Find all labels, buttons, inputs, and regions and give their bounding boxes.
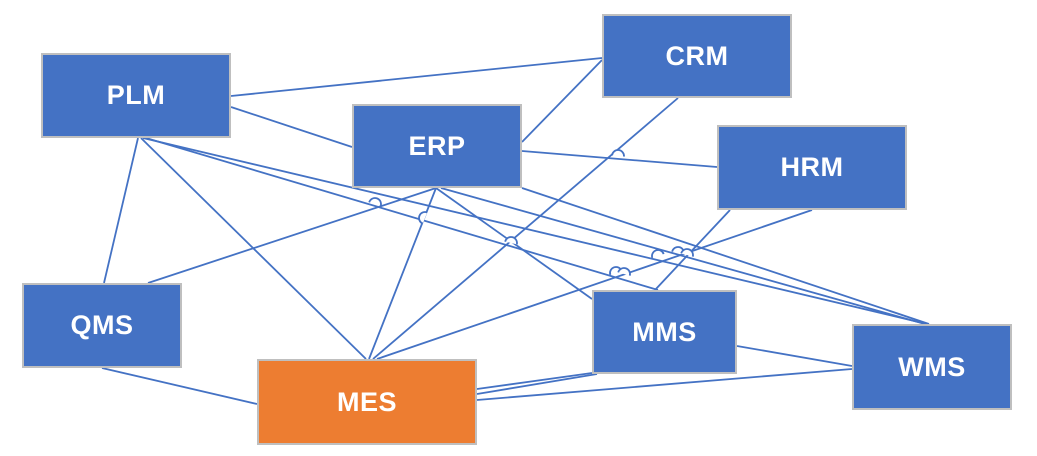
connector-erp-wms — [521, 187, 930, 325]
node-label-plm: PLM — [106, 80, 166, 110]
connector-plm-mms — [145, 137, 659, 291]
line-jump — [418, 211, 428, 225]
node-label-mes: MES — [336, 386, 397, 417]
connector-mes-mms — [476, 373, 598, 395]
node-hrm: HRM — [717, 125, 907, 210]
line-jump — [611, 149, 625, 157]
connector-plm-qms — [103, 137, 139, 284]
line-jump — [651, 249, 665, 259]
connector-qms-mes — [101, 367, 258, 405]
line-jump — [368, 197, 382, 206]
node-label-mms: MMS — [632, 316, 697, 347]
line-jump — [680, 248, 694, 257]
connector-erp-qms — [147, 187, 437, 284]
connector-erp-crm — [521, 59, 603, 143]
node-wms: WMS — [852, 324, 1012, 410]
connector-mms-wms — [736, 345, 853, 367]
node-label-wms: WMS — [898, 351, 966, 382]
connector-plm-erp — [230, 106, 353, 148]
line-jump — [504, 236, 518, 245]
node-label-hrm: HRM — [780, 152, 844, 182]
node-mms: MMS — [592, 290, 737, 374]
node-qms: QMS — [22, 283, 182, 368]
connector-crm-mes — [372, 97, 679, 360]
node-plm: PLM — [41, 53, 231, 138]
node-label-crm: CRM — [665, 40, 729, 71]
connector-mes-wms — [476, 368, 853, 401]
connector-mes-mms — [476, 372, 593, 390]
connector-erp-wms — [440, 187, 926, 325]
node-crm: CRM — [602, 14, 792, 98]
connector-erp-hrm — [521, 150, 718, 168]
connector-plm-crm — [230, 57, 603, 97]
connector-plm-wms — [142, 137, 928, 325]
connector-mes-hrm — [376, 209, 813, 360]
node-label-erp: ERP — [408, 130, 466, 161]
node-mes: MES — [257, 359, 477, 445]
connector-hrm-mms — [654, 209, 731, 291]
line-jump — [617, 267, 631, 276]
node-label-qms: QMS — [70, 310, 134, 340]
node-erp: ERP — [352, 104, 522, 188]
